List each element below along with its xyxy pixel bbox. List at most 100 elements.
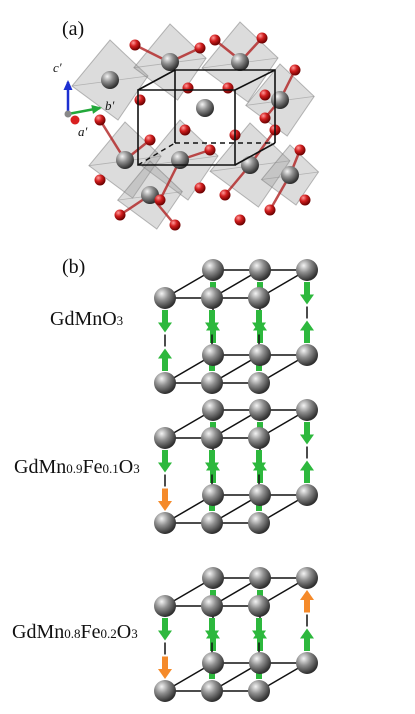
oxygen-atom [114, 209, 126, 221]
metal-atom-bottom-bm [249, 484, 271, 506]
spin-arrow-head-back-right-upper [300, 294, 314, 305]
oxygen-atom [259, 89, 271, 101]
metal-atom [141, 186, 159, 204]
metal-atom-bottom-bl [202, 652, 224, 674]
metal-atom [196, 99, 214, 117]
compound-label-gdmn09fe01o3: GdMn0.9Fe0.1O3 [14, 456, 140, 479]
metal-atom-top-br [296, 399, 318, 421]
metal-atom-bottom-fl [154, 680, 176, 702]
metal-atom-bottom-fm [201, 680, 223, 702]
axis-triad [63, 80, 102, 125]
oxygen-atom [259, 112, 271, 124]
metal-atom-top-fl [154, 287, 176, 309]
unit-cell-edge [234, 69, 276, 91]
formula-text: O [118, 456, 134, 478]
metal-atom [116, 151, 134, 169]
metal-atom-bottom-fr [248, 372, 270, 394]
spin-cell-fe01 [154, 399, 318, 534]
metal-atom-top-fl [154, 427, 176, 449]
formula-subscript: 3 [133, 461, 140, 476]
spin-arrow-head-front-left-lower [158, 501, 172, 511]
spin-arrow-head-front-right-upper [252, 322, 266, 333]
spin-arrow-head-front-left-lower [158, 669, 172, 679]
metal-atom-top-bm [249, 567, 271, 589]
spin-arrow-head-front-middle-upper [205, 462, 219, 473]
compound-label-gdmno3: GdMnO3 [50, 308, 123, 331]
metal-atom-bottom-br [296, 652, 318, 674]
formula-subscript: 0.1 [102, 461, 119, 476]
metal-atom-top-bl [202, 399, 224, 421]
axis-a-label: a′ [78, 124, 88, 139]
metal-atom [241, 156, 259, 174]
metal-atom [171, 151, 189, 169]
spin-arrow-head-front-middle-upper [205, 322, 219, 333]
oxygen-atom [209, 34, 221, 46]
metal-atom [281, 166, 299, 184]
metal-atom-bottom-br [296, 484, 318, 506]
panel-b-label: (b) [62, 256, 86, 278]
spin-cell-fe02 [154, 567, 318, 702]
metal-atom-top-fr [248, 595, 270, 617]
formula-text: GdMn [14, 456, 67, 478]
oxygen-atom [94, 114, 106, 126]
metal-atom-top-bm [249, 399, 271, 421]
spin-arrow-head-front-left-lower [158, 348, 172, 359]
unit-cell-edge [137, 69, 176, 91]
metal-atom-bottom-bm [249, 652, 271, 674]
formula-text: Fe [82, 456, 103, 478]
formula-subscript: 0.2 [100, 626, 117, 641]
metal-atom-bottom-fm [201, 512, 223, 534]
formula-text: O [116, 621, 132, 643]
axis-c-arrow-head [63, 80, 73, 90]
oxygen-atom [234, 214, 246, 226]
metal-atom-bottom-fl [154, 512, 176, 534]
oxygen-atom [182, 82, 194, 94]
metal-atom-top-bl [202, 567, 224, 589]
metal-atom [231, 53, 249, 71]
metal-atom-bottom-bl [202, 344, 224, 366]
metal-atom-bottom-fl [154, 372, 176, 394]
bond [134, 43, 166, 62]
oxygen-atom [204, 144, 216, 156]
oxygen-atom [222, 82, 234, 94]
spin-cells [154, 259, 318, 702]
oxygen-atom [144, 134, 156, 146]
spin-arrow-head-front-left-upper [158, 462, 172, 473]
metal-atom-top-br [296, 567, 318, 589]
metal-atom-bottom-fm [201, 372, 223, 394]
compound-label-gdmn08fe02o3: GdMn0.8Fe0.2O3 [12, 621, 138, 644]
axis-a-marker [70, 115, 80, 125]
metal-atom [271, 91, 289, 109]
metal-atom-top-fr [248, 287, 270, 309]
formula-subscript: 0.8 [64, 626, 81, 641]
metal-atom-top-bm [249, 259, 271, 281]
oxygen-atom [129, 39, 141, 51]
spin-arrow-head-back-right-lower [300, 628, 314, 639]
metal-atom-top-fl [154, 595, 176, 617]
metal-atom [161, 53, 179, 71]
spin-arrow-head-front-left-upper [158, 322, 172, 333]
metal-atom-top-fr [248, 427, 270, 449]
axis-b-label: b′ [105, 98, 115, 113]
axis-c-label: c′ [53, 60, 62, 75]
spin-arrow-head-back-right-lower [300, 460, 314, 471]
spin-arrow-head-back-right-upper [300, 590, 314, 600]
formula-text: GdMnO [50, 308, 117, 330]
oxygen-atom [294, 144, 306, 156]
oxygen-atom [134, 94, 146, 106]
oxygen-atom [256, 32, 268, 44]
axis-origin [64, 110, 72, 118]
oxygen-atom [154, 194, 166, 206]
oxygen-atom [299, 194, 311, 206]
spin-arrow-head-front-middle-upper [205, 630, 219, 641]
metal-atom-bottom-br [296, 344, 318, 366]
formula-subscript: 3 [116, 313, 124, 328]
oxygen-atom [194, 42, 206, 54]
axis-b-arrow-head [91, 105, 102, 114]
metal-atom-top-bl [202, 259, 224, 281]
formula-text: Fe [80, 621, 101, 643]
spin-arrow-head-back-right-upper [300, 434, 314, 445]
metal-atom-bottom-fr [248, 512, 270, 534]
